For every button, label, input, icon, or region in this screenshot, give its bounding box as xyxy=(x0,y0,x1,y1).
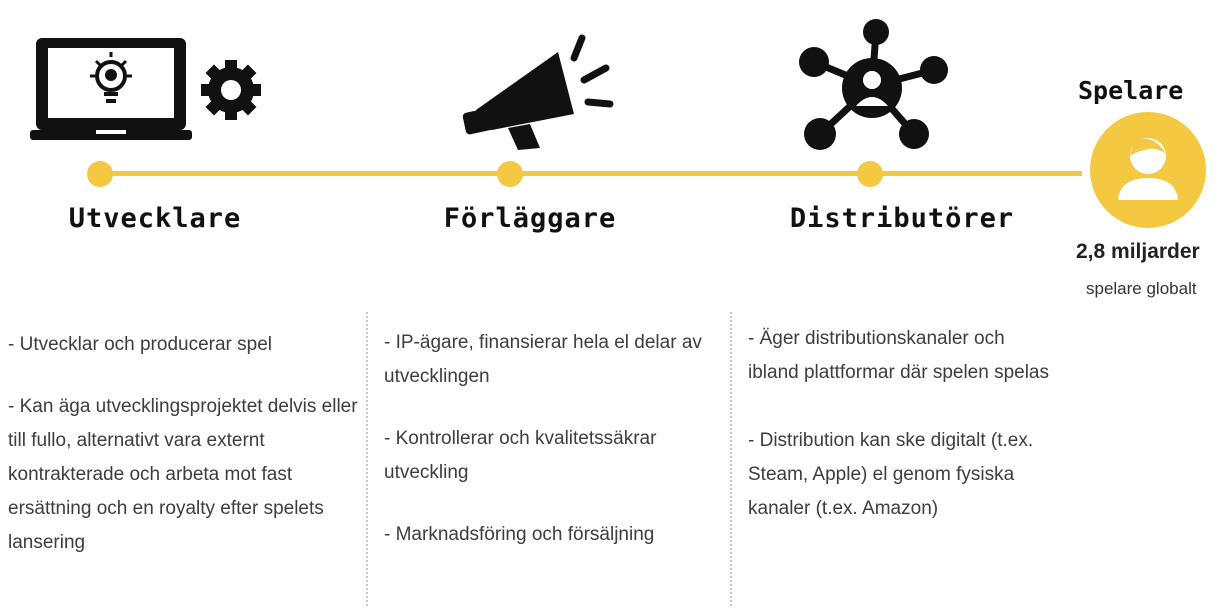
stage-title-developer: Utvecklare xyxy=(68,203,242,234)
laptop-gear-icon xyxy=(30,36,270,146)
timeline-dot-publisher xyxy=(497,161,523,187)
network-hub-icon xyxy=(790,16,950,166)
column-divider xyxy=(366,312,368,606)
megaphone-icon xyxy=(456,28,616,153)
timeline-dot-distributor xyxy=(857,161,883,187)
column-divider xyxy=(730,312,732,606)
timeline-line xyxy=(100,171,1082,176)
player-title: Spelare xyxy=(1078,76,1184,105)
developer-point: - Utvecklar och producerar spel xyxy=(8,334,272,355)
user-icon xyxy=(1090,112,1206,228)
publisher-description: - IP-ägare, finansierar hela el delar av… xyxy=(384,326,714,580)
stage-title-publisher: Förläggare xyxy=(443,203,617,234)
distributor-point: - Distribution kan ske digitalt (t.ex. S… xyxy=(748,430,1034,519)
distributor-description: - Äger distributionskanaler och ibland p… xyxy=(748,322,1058,554)
publisher-point: - Marknadsföring och försäljning xyxy=(384,524,655,545)
player-caption: spelare globalt xyxy=(1086,279,1197,298)
player-count: 2,8 miljarder xyxy=(1076,240,1200,263)
publisher-point: - IP-ägare, finansierar hela el delar av… xyxy=(384,332,702,387)
publisher-point: - Kontrollerar och kvalitetssäkrar utvec… xyxy=(384,428,657,483)
distributor-point: - Äger distributionskanaler och ibland p… xyxy=(748,328,1050,383)
timeline-dot-developer xyxy=(87,161,113,187)
stage-title-distributor: Distributörer xyxy=(789,203,1015,234)
developer-description: - Utvecklar och producerar spel - Kan äg… xyxy=(8,328,358,588)
developer-point: - Kan äga utvecklingsprojektet delvis el… xyxy=(8,396,358,553)
